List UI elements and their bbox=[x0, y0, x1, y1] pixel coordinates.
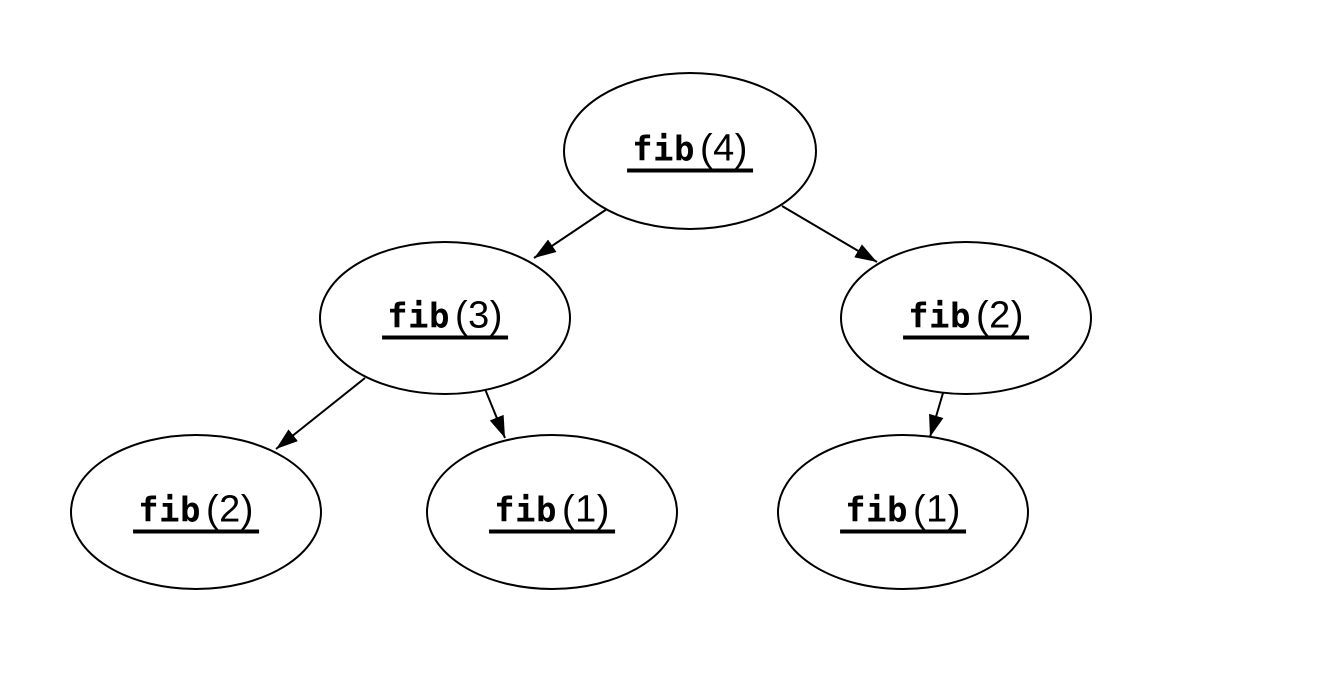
node-label-fib2-left-function-name: fib bbox=[138, 490, 201, 531]
node-label-fib1-mid-argument: (1) bbox=[561, 488, 610, 531]
node-label-fib2-right-function-name: fib bbox=[908, 296, 971, 337]
node-ellipse-fib1-right bbox=[777, 434, 1029, 590]
node-label-fib2-right-argument: (2) bbox=[975, 294, 1024, 337]
node-label-fib1-right-function-name: fib bbox=[845, 490, 908, 531]
node-label-fib2-left: fib(2) bbox=[133, 491, 259, 534]
node-label-fib4-argument: (4) bbox=[699, 127, 748, 170]
node-label-fib1-right-argument: (1) bbox=[912, 488, 961, 531]
edge-fib3-to-fib1-mid bbox=[484, 388, 506, 439]
node-ellipse-fib1-mid bbox=[426, 434, 678, 590]
node-ellipse-fib4 bbox=[563, 72, 817, 230]
node-label-fib4-function-name: fib bbox=[632, 129, 695, 170]
node-ellipse-fib3 bbox=[319, 241, 571, 395]
node-label-fib2-right: fib(2) bbox=[903, 297, 1029, 340]
node-label-fib1-mid-function-name: fib bbox=[494, 490, 557, 531]
edge-fib2-right-to-fib1-right bbox=[929, 392, 944, 438]
node-label-fib1-mid: fib(1) bbox=[489, 491, 615, 534]
node-label-fib3: fib(3) bbox=[382, 297, 508, 340]
node-label-fib2-left-argument: (2) bbox=[205, 488, 254, 531]
edge-fib4-to-fib2-right bbox=[781, 205, 878, 263]
node-label-fib3-function-name: fib bbox=[387, 296, 450, 337]
node-ellipse-fib2-right bbox=[840, 241, 1092, 395]
edge-fib4-to-fib3 bbox=[533, 208, 608, 259]
node-ellipse-fib2-left bbox=[70, 434, 322, 590]
node-label-fib1-right: fib(1) bbox=[840, 491, 966, 534]
node-label-fib4: fib(4) bbox=[627, 130, 753, 173]
edge-fib3-to-fib2-left bbox=[275, 377, 366, 450]
node-label-fib3-argument: (3) bbox=[454, 294, 503, 337]
